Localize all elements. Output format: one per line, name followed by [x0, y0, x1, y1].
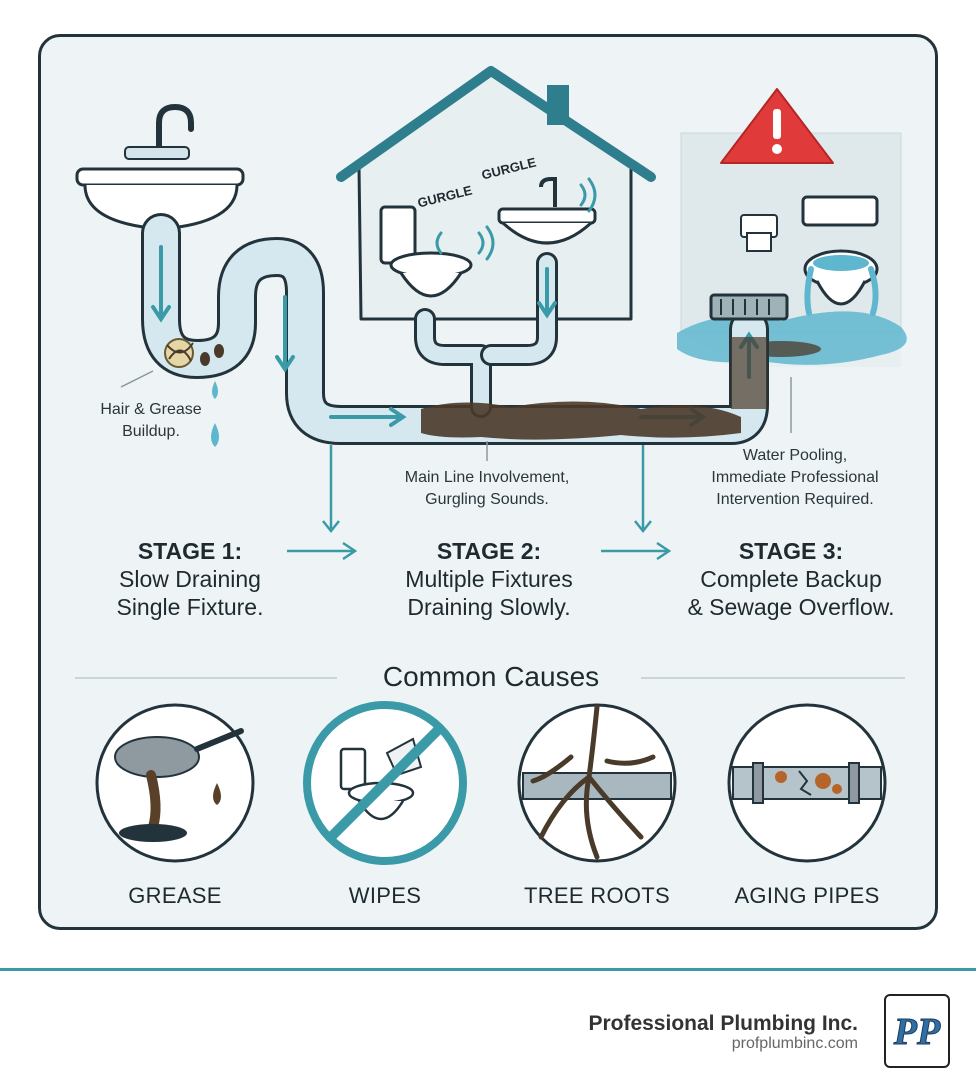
bathroom-sink-icon: [75, 103, 245, 231]
note-leaders: [120, 370, 792, 461]
sound-waves-icon: [435, 177, 597, 261]
logo-monogram: PP: [893, 1011, 941, 1053]
company-name: Professional Plumbing Inc.: [588, 1012, 858, 1035]
divider-right: [641, 677, 905, 679]
divider-left: [75, 677, 337, 679]
company-url[interactable]: profplumbinc.com: [731, 1035, 858, 1052]
house-sink-icon: [497, 177, 597, 245]
house-outline: [336, 66, 656, 321]
stage-2: STAGE 2: Multiple Fixtures Draining Slow…: [375, 537, 603, 621]
floor-drain-icon: [709, 293, 789, 321]
stage-1-heading: STAGE 1:: [137, 538, 243, 564]
cause-circle-grease: [95, 703, 255, 863]
cause-circle-tree-roots: [517, 703, 677, 863]
cause-label-grease: GREASE: [128, 883, 222, 908]
stage-3-heading: STAGE 3:: [738, 538, 844, 564]
house-toilet-icon: [379, 205, 473, 298]
overflowing-toilet-icon: [801, 195, 879, 316]
toilet-paper-icon: [740, 214, 778, 252]
company-logo: PP: [884, 994, 950, 1068]
cause-circle-aging-pipes: [727, 703, 887, 863]
water-drip-icon: [211, 381, 219, 447]
cause-circle-wipes: [303, 701, 467, 865]
drain-diagram: [75, 66, 907, 865]
cause-label-tree-roots: TREE ROOTS: [523, 883, 670, 908]
cause-label-wipes: WIPES: [348, 883, 422, 908]
stage-1: STAGE 1: Slow Draining Single Fixture.: [85, 537, 295, 621]
footer-divider: [0, 968, 976, 971]
stage-2-heading: STAGE 2:: [436, 538, 542, 564]
cause-label-aging-pipes: AGING PIPES: [734, 883, 880, 908]
stage-3: STAGE 3: Complete Backup & Sewage Overfl…: [665, 537, 917, 621]
hair-clog-icon: [164, 338, 224, 368]
warning-icon: [720, 88, 834, 164]
note-stage-2: Main Line Involvement,Gurgling Sounds.: [404, 469, 570, 508]
sludge-buildup: [421, 337, 767, 440]
causes-title: Common Causes: [382, 661, 600, 692]
stage-connectors: [287, 445, 672, 561]
